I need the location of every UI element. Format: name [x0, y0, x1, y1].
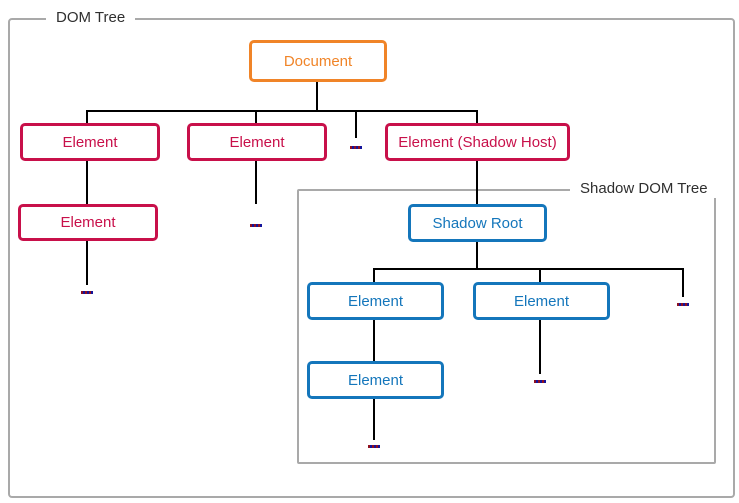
node-document: Document	[249, 40, 387, 82]
more-nodes-dash-element-mid	[250, 224, 262, 227]
connector-element-left-drop	[86, 110, 88, 123]
shadow-dom-tree-frame	[297, 189, 716, 464]
connector-shadow-element-left-drop	[373, 268, 375, 282]
connector-document-down	[316, 82, 318, 110]
connector-shadow-root-children	[373, 268, 684, 270]
connector-shadow-element-right-child	[539, 320, 541, 374]
shadow-dom-tree-label: Shadow DOM Tree	[570, 180, 718, 198]
connector-element-mid-child	[255, 161, 257, 204]
node-element-left-child: Element	[18, 204, 158, 241]
connector-document-children	[86, 110, 478, 112]
connector-element-left-child	[86, 161, 88, 204]
dom-tree-label: DOM Tree	[46, 9, 136, 27]
dom-tree-frame	[8, 18, 735, 498]
node-element-shadow-host: Element (Shadow Host)	[385, 123, 570, 161]
connector-element-left-grandchild	[86, 241, 88, 285]
node-shadow-element-left-child: Element	[307, 361, 444, 399]
more-nodes-dash-shadow-row	[677, 303, 689, 306]
node-shadow-element-left: Element	[307, 282, 444, 320]
connector-shadow-element-left-child	[373, 320, 375, 361]
more-nodes-dash-top-row	[350, 146, 362, 149]
connector-shadow-host-drop	[476, 110, 478, 123]
more-nodes-dash-shadow-left	[368, 445, 380, 448]
node-element-mid: Element	[187, 123, 327, 161]
connector-shadow-more-siblings-drop	[682, 268, 684, 297]
node-shadow-element-right: Element	[473, 282, 610, 320]
node-shadow-root: Shadow Root	[408, 204, 547, 242]
connector-element-mid-drop	[255, 110, 257, 123]
connector-shadow-root-down	[476, 242, 478, 268]
more-nodes-dash-shadow-right	[534, 380, 546, 383]
more-nodes-dash-element-left	[81, 291, 93, 294]
node-element-left: Element	[20, 123, 160, 161]
connector-more-siblings-drop	[355, 110, 357, 138]
connector-host-to-shadow-root	[476, 161, 478, 204]
connector-shadow-element-right-drop	[539, 268, 541, 282]
connector-shadow-element-grandchild	[373, 399, 375, 440]
